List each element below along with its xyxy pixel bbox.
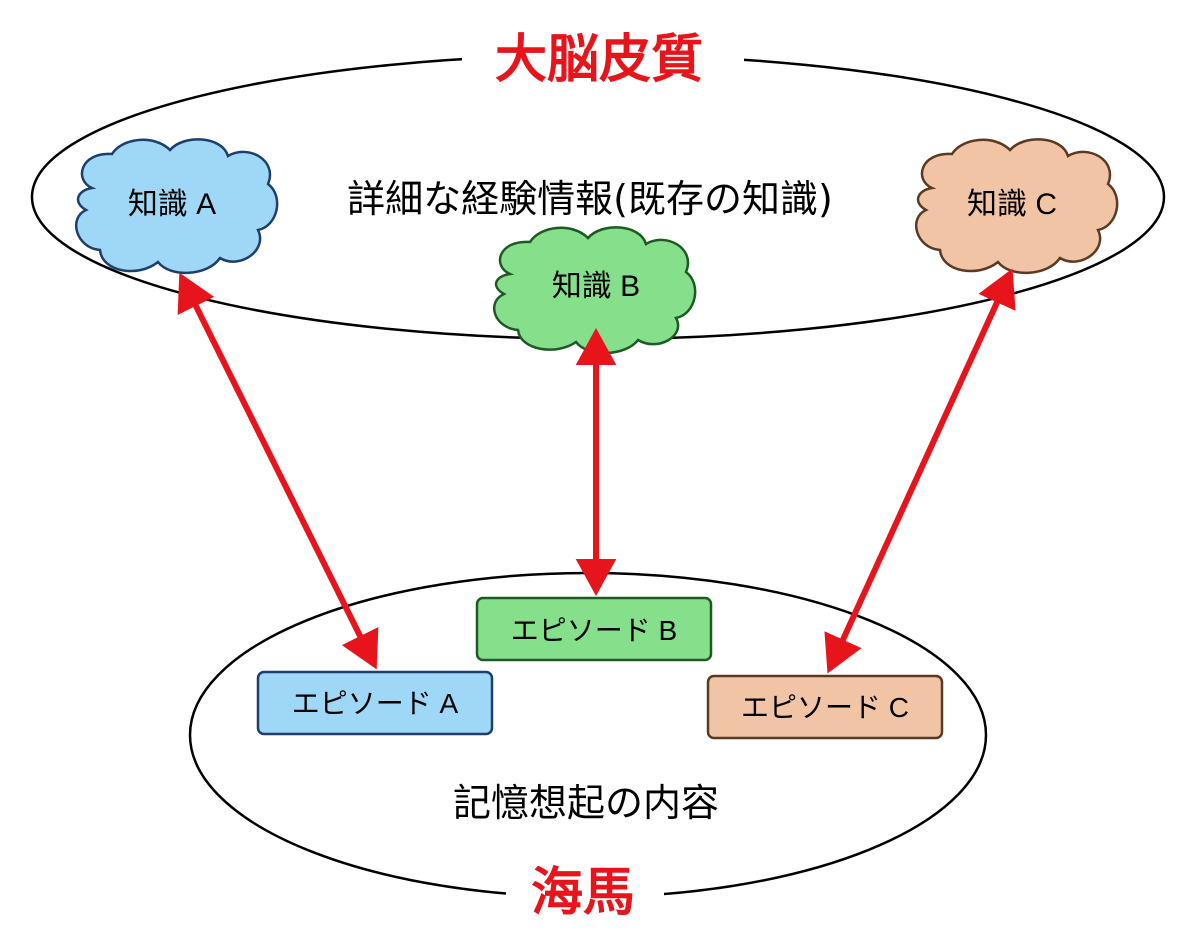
knowledge-cloud-a: 知識 A [75,138,279,275]
cortex-title-gap [462,20,744,100]
knowledge-cloud-b: 知識 B [493,226,697,355]
arrow-a [177,272,379,670]
cloud-shape [915,138,1119,275]
cloud-shape [493,226,697,355]
episode-rect [706,674,944,740]
episode-rect [256,670,494,736]
knowledge-label: 知識 C [967,188,1057,221]
episode-rect [475,596,713,662]
cortex-title: 大脳皮質 [495,30,703,90]
episode-box-a: エピソード A [256,670,494,736]
episode-box-c: エピソード C [706,674,944,740]
episode-label: エピソード B [511,615,677,646]
episode-label: エピソード C [741,692,909,723]
knowledge-cloud-c: 知識 C [915,138,1119,275]
hippocampus-caption: 記憶想起の内容 [453,781,719,825]
episode-box-b: エピソード B [475,596,713,662]
hippocampus-title: 海馬 [531,863,635,923]
hippocampus-title-gap [506,852,664,932]
arrow-c [824,268,1016,674]
knowledge-label: 知識 A [128,188,216,221]
episode-label: エピソード A [292,688,459,719]
cortex-caption: 詳細な経験情報(既存の知識) [347,177,833,221]
knowledge-label: 知識 B [552,270,640,303]
cloud-shape [75,138,279,275]
